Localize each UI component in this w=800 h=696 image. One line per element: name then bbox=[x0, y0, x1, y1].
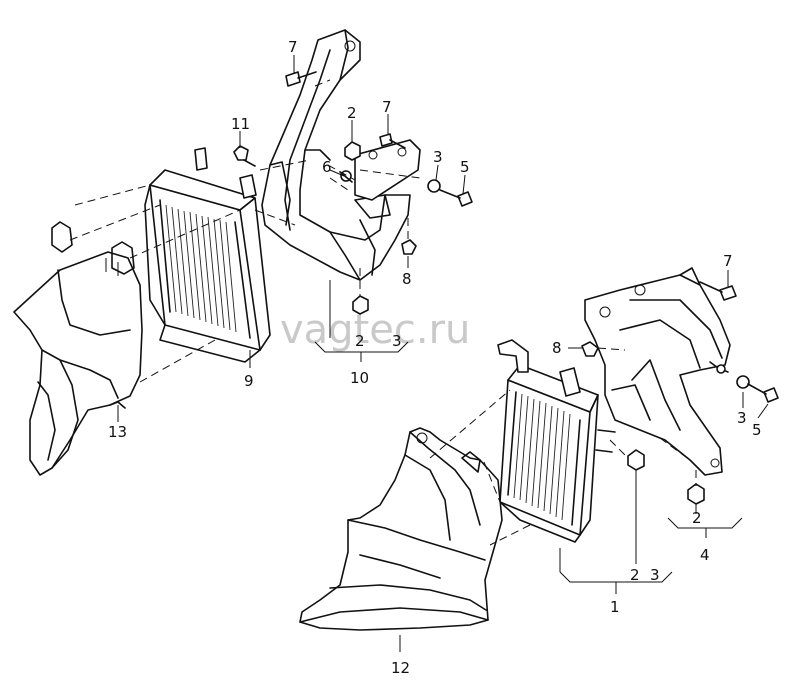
callout-7-right: 7 bbox=[723, 252, 733, 270]
callout-12: 12 bbox=[391, 659, 410, 677]
callout-8-right: 8 bbox=[552, 339, 562, 357]
callout-1: 1 bbox=[610, 598, 620, 616]
callout-3-left: 3 bbox=[392, 332, 402, 350]
callout-2-far-right: 2 bbox=[692, 509, 702, 527]
callout-2-right: 2 bbox=[630, 566, 640, 584]
callout-8-top: 8 bbox=[402, 270, 412, 288]
left-radiator bbox=[144, 147, 271, 363]
assembly-lines bbox=[69, 79, 697, 546]
callout-7-mid: 7 bbox=[382, 98, 392, 116]
callout-3-right: 3 bbox=[737, 409, 747, 427]
right-bracket bbox=[584, 267, 731, 476]
callout-13: 13 bbox=[108, 423, 127, 441]
watermark-text: vagtec.ru bbox=[280, 307, 470, 353]
callout-2-left: 2 bbox=[355, 332, 365, 350]
right-radiator bbox=[497, 339, 616, 543]
right-air-duct bbox=[299, 427, 503, 631]
callout-3-bottom: 3 bbox=[650, 566, 660, 584]
left-bracket bbox=[261, 29, 421, 281]
callout-3-top: 3 bbox=[433, 148, 443, 166]
fasteners bbox=[233, 71, 779, 505]
callout-9: 9 bbox=[244, 372, 254, 390]
callout-labels: 7 2 7 11 3 6 5 8 2 3 10 9 13 7 8 3 5 2 4… bbox=[108, 38, 762, 677]
leader-lines bbox=[117, 55, 769, 652]
left-air-duct bbox=[13, 221, 143, 476]
callout-5-right: 5 bbox=[752, 421, 762, 439]
callout-10: 10 bbox=[350, 369, 369, 387]
callout-7-top: 7 bbox=[288, 38, 298, 56]
callout-2-top: 2 bbox=[347, 104, 357, 122]
callout-11: 11 bbox=[231, 115, 250, 133]
callout-4: 4 bbox=[700, 546, 710, 564]
callout-6: 6 bbox=[322, 158, 332, 176]
callout-5-top: 5 bbox=[460, 158, 470, 176]
